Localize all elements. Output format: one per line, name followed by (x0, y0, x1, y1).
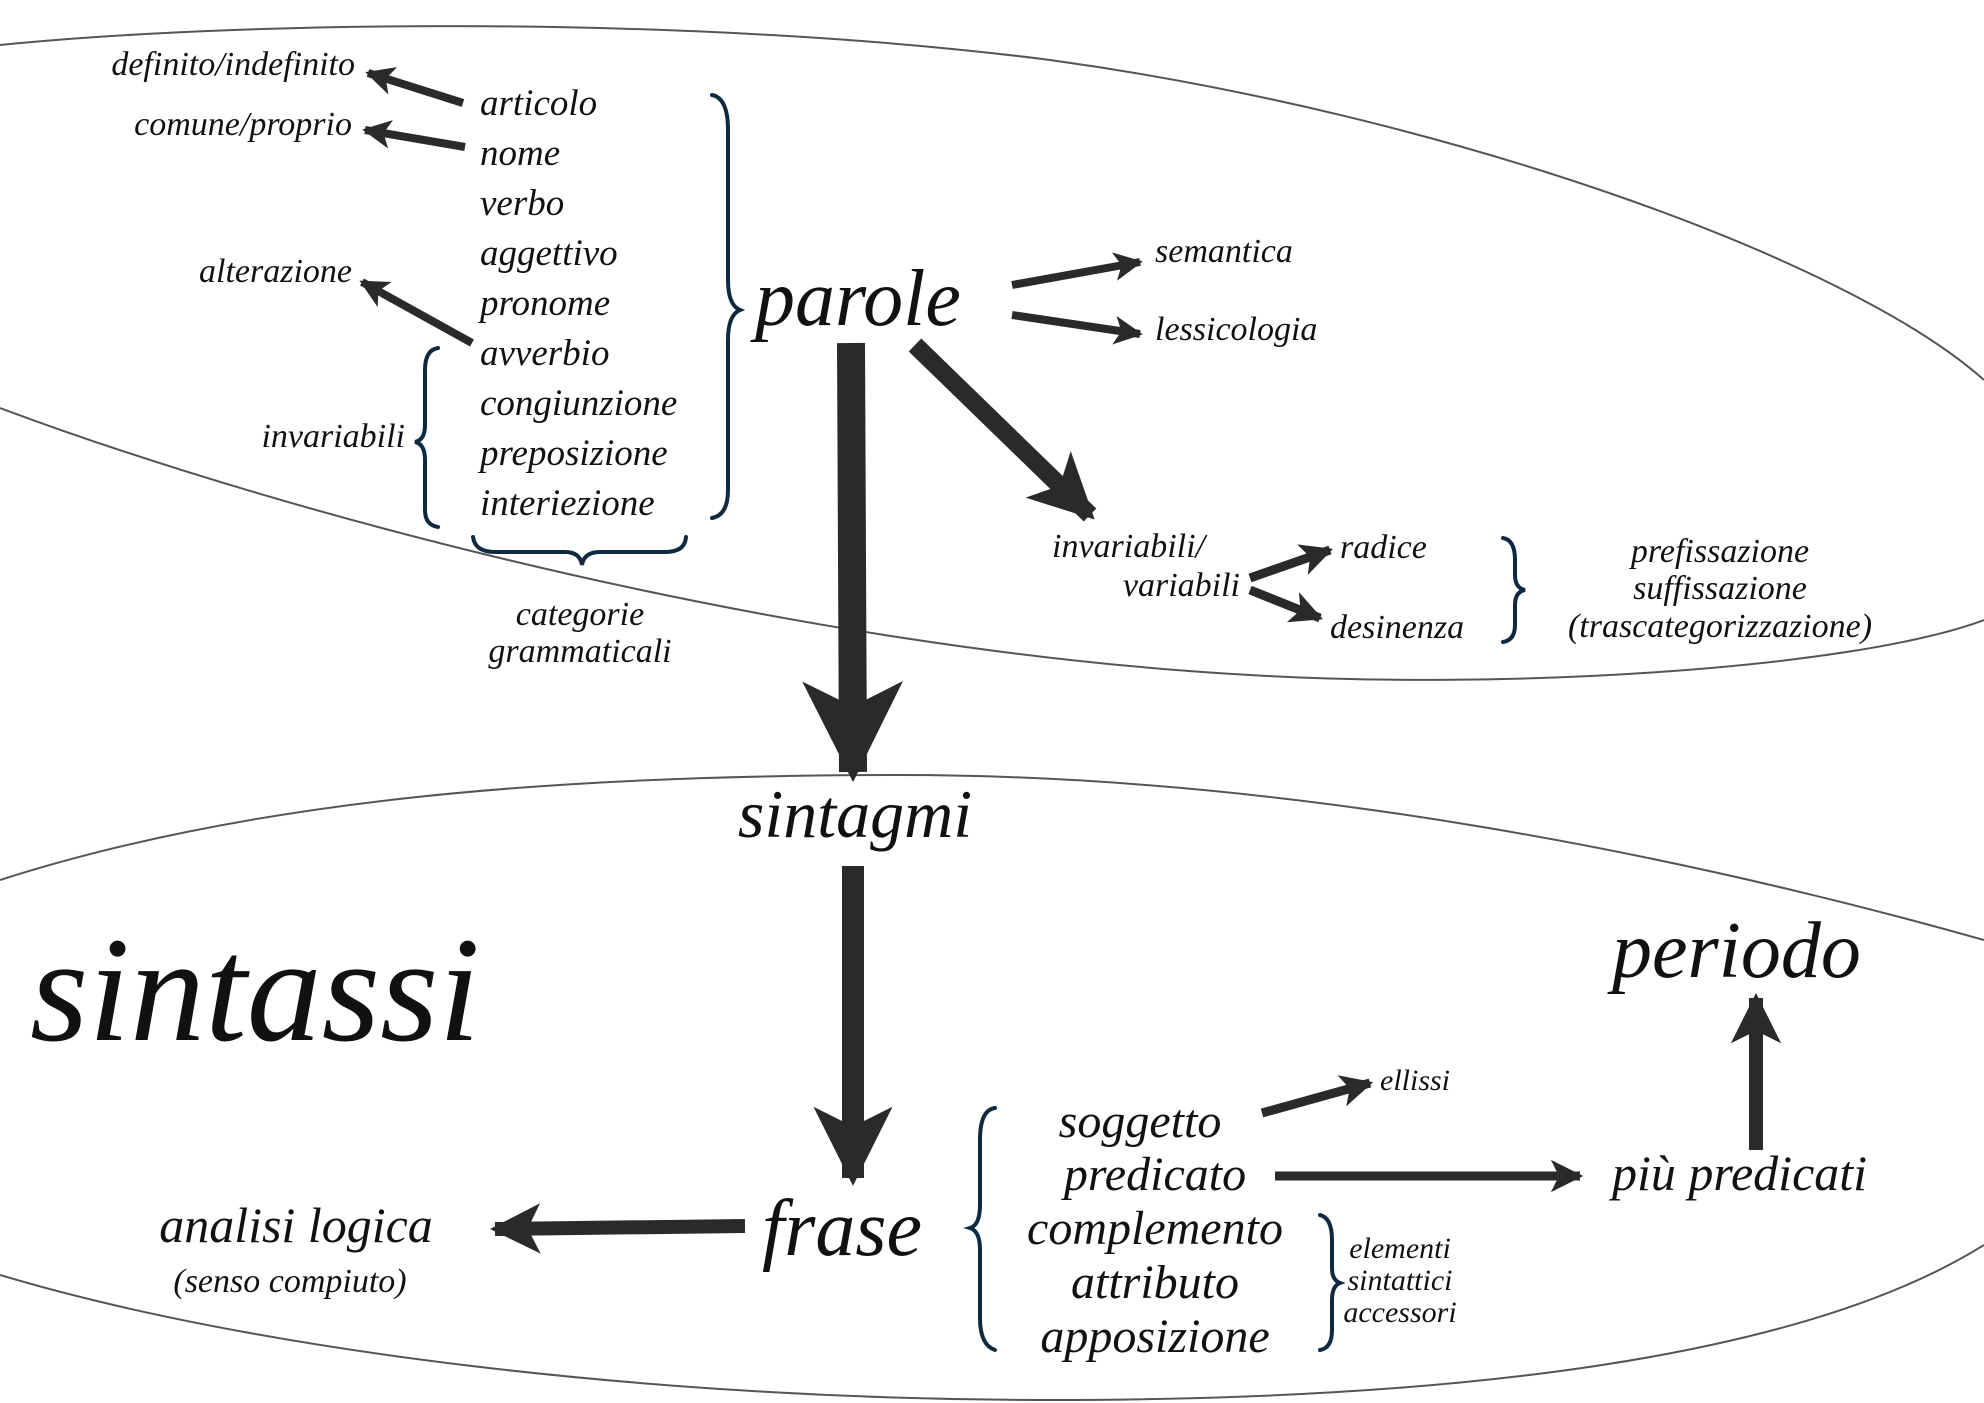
arrow-desinenza (1248, 585, 1324, 623)
morph-label-line2: variabili (1123, 567, 1240, 604)
invariabili-left-brace (414, 346, 440, 529)
ellissi-label: ellissi (1380, 1064, 1450, 1097)
categories-list: articolo nome verbo aggettivo pronome av… (477, 83, 677, 524)
category-item: interiezione (480, 483, 655, 524)
braces-parole (414, 93, 746, 566)
sintassi-title: sintassi (30, 907, 480, 1073)
periodo-title: periodo (1607, 907, 1861, 995)
invariabili-label: invariabili (261, 418, 405, 455)
note-comune: comune/proprio (134, 106, 352, 143)
arrow-frase-to-analisi (489, 1203, 746, 1254)
categorie-label-line1: categorie (516, 596, 644, 633)
part-radice: radice (1340, 529, 1427, 566)
accessori-label-line2: sintattici (1348, 1264, 1453, 1297)
category-item: articolo (480, 83, 597, 124)
arrow-lessicologia (1011, 311, 1143, 345)
element-complemento: complemento (1027, 1202, 1283, 1255)
analisi-logica-note: (senso compiuto) (173, 1263, 406, 1300)
categories-right-brace (710, 93, 746, 520)
analisi-logica-label: analisi logica (159, 1197, 433, 1253)
accessori-label-line1: elementi (1349, 1232, 1451, 1265)
category-item: avverbio (480, 333, 609, 374)
process-trascategorizzazione: (trascategorizzazione) (1568, 608, 1872, 645)
category-item: verbo (480, 183, 564, 224)
categories-bottom-brace (471, 535, 688, 566)
sentence-elements: soggetto predicato complemento attributo… (1027, 1095, 1283, 1363)
syntax-region-outline (0, 773, 1984, 1402)
frase-title: frase (762, 1185, 922, 1273)
arrow-radice (1248, 544, 1334, 583)
category-item: congiunzione (480, 383, 677, 424)
arrow-articolo (365, 67, 465, 107)
arrow-soggetto-to-ellissi (1260, 1075, 1374, 1118)
arrow-avverbio (359, 278, 474, 347)
process-suffissazione: suffissazione (1633, 570, 1807, 607)
element-attributo: attributo (1071, 1256, 1239, 1309)
category-item: aggettivo (480, 233, 618, 274)
element-predicato: predicato (1061, 1148, 1246, 1201)
element-soggetto: soggetto (1059, 1095, 1222, 1148)
process-prefissazione: prefissazione (1629, 533, 1809, 570)
sintagmi-title: sintagmi (738, 776, 972, 852)
note-definito: definito/indefinito (111, 46, 355, 83)
side-note-arrows (359, 67, 474, 347)
element-apposizione: apposizione (1040, 1310, 1269, 1363)
accessori-right-brace (1318, 1213, 1346, 1352)
parole-title: parole (750, 255, 961, 343)
words-region (0, 25, 1984, 681)
categorie-label-line2: grammaticali (488, 633, 671, 670)
branch-lessicologia: lessicologia (1155, 311, 1317, 348)
parole-branch-arrows (802, 252, 1143, 783)
syntax-region (0, 773, 1984, 1402)
words-region-outline (0, 25, 1984, 681)
part-desinenza: desinenza (1330, 609, 1464, 646)
arrow-semantica (1011, 252, 1143, 289)
accessori-label-line3: accessori (1343, 1296, 1456, 1329)
category-item: preposizione (477, 433, 668, 474)
branch-semantica: semantica (1155, 233, 1293, 270)
frase-elements-left-brace (963, 1106, 997, 1352)
morphology-arrows (1248, 544, 1334, 623)
category-item: nome (480, 133, 560, 174)
note-alterazione: alterazione (199, 253, 352, 290)
category-item: pronome (477, 283, 610, 324)
piu-predicati-label: più predicati (1609, 1145, 1867, 1201)
morphology-right-brace (1501, 536, 1526, 644)
arrow-nome (362, 120, 466, 151)
arrow-parole-to-sintagmi (802, 342, 903, 783)
morph-label-line1: invariabili/ (1052, 528, 1209, 565)
arrow-morphology (908, 338, 1097, 522)
